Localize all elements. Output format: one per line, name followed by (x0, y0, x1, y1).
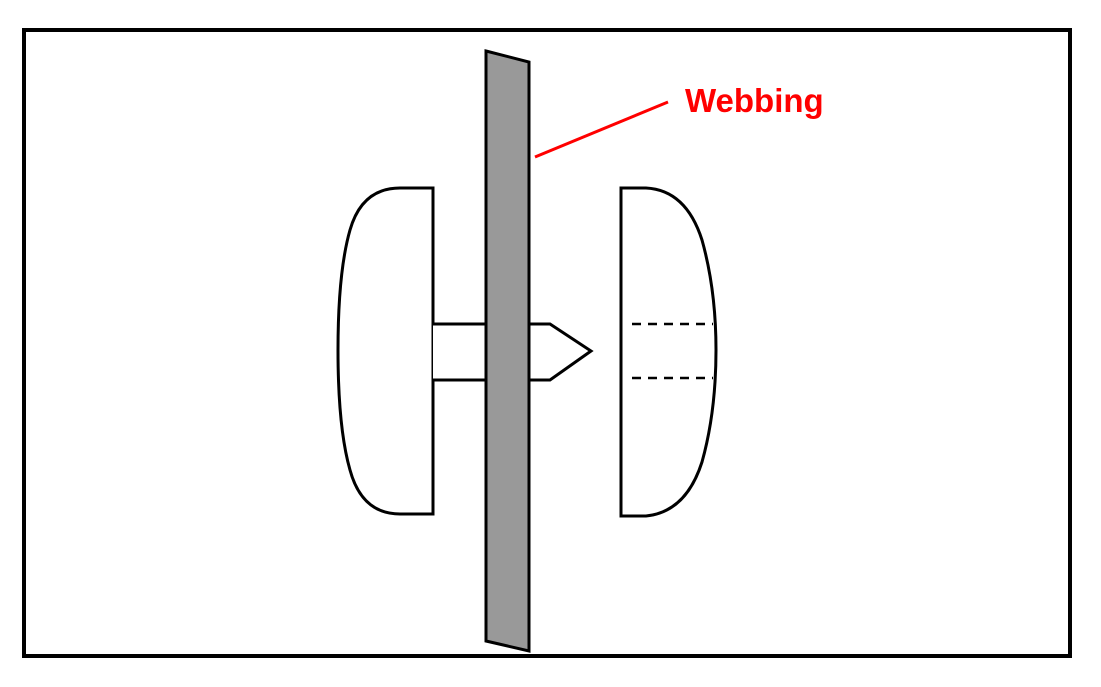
webbing-leader-line (534, 100, 669, 159)
webbing-label: Webbing (685, 82, 824, 119)
post-tip (526, 322, 594, 382)
webbing-strap (484, 49, 531, 653)
right-cap-socket (619, 186, 718, 518)
left-cap-head (336, 186, 435, 516)
left-cap-post (433, 322, 489, 382)
